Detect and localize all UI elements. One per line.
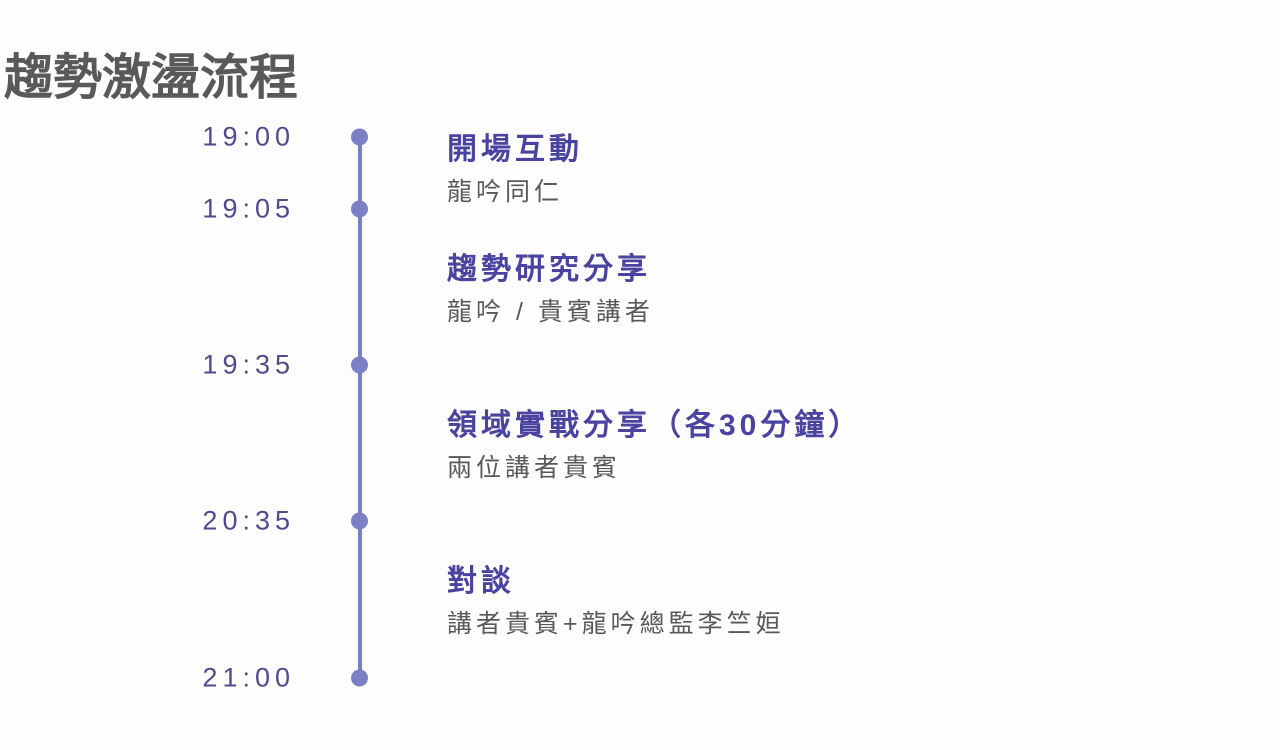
timeline-dot	[351, 356, 368, 374]
event-title: 趨勢研究分享	[447, 253, 651, 286]
timeline-dot	[351, 128, 368, 146]
timeline-time-label: 19:35	[202, 349, 295, 380]
page-title: 趨勢激盪流程	[4, 50, 299, 105]
event-subtitle: 龍吟同仁	[447, 177, 564, 206]
timeline-event: 領域實戰分享（各30分鐘） 兩位講者貴賓	[447, 407, 862, 484]
event-subtitle: 龍吟 / 貴賓講者	[447, 297, 654, 326]
timeline-time-label: 19:00	[202, 121, 295, 152]
timeline-time-label: 20:35	[202, 505, 295, 536]
timeline-dot	[351, 200, 368, 218]
timeline-axis-line	[358, 137, 362, 678]
timeline-time-column: 19:00 19:05 19:35 20:35 21:00	[0, 0, 295, 750]
event-title: 對談	[447, 565, 515, 598]
timeline-event: 開場互動龍吟同仁	[447, 131, 583, 208]
event-subtitle: 兩位講者貴賓	[447, 453, 622, 482]
event-subtitle: 講者貴賓+龍吟總監李竺姮	[447, 609, 785, 638]
timeline-event: 對談講者貴賓+龍吟總監李竺姮	[447, 563, 785, 640]
timeline-time-label: 21:00	[202, 662, 295, 693]
timeline-time-label: 19:05	[202, 193, 295, 224]
event-title: 領域實戰分享（各30分鐘）	[447, 409, 863, 442]
timeline-dot	[351, 669, 368, 687]
timeline-dot	[351, 512, 368, 530]
timeline-event: 趨勢研究分享龍吟 / 貴賓講者	[447, 251, 654, 328]
timeline-events-layer: 開場互動龍吟同仁趨勢研究分享龍吟 / 貴賓講者領域實戰分享（各30分鐘） 兩位講者…	[447, 0, 1267, 750]
event-title: 開場互動	[447, 133, 583, 166]
